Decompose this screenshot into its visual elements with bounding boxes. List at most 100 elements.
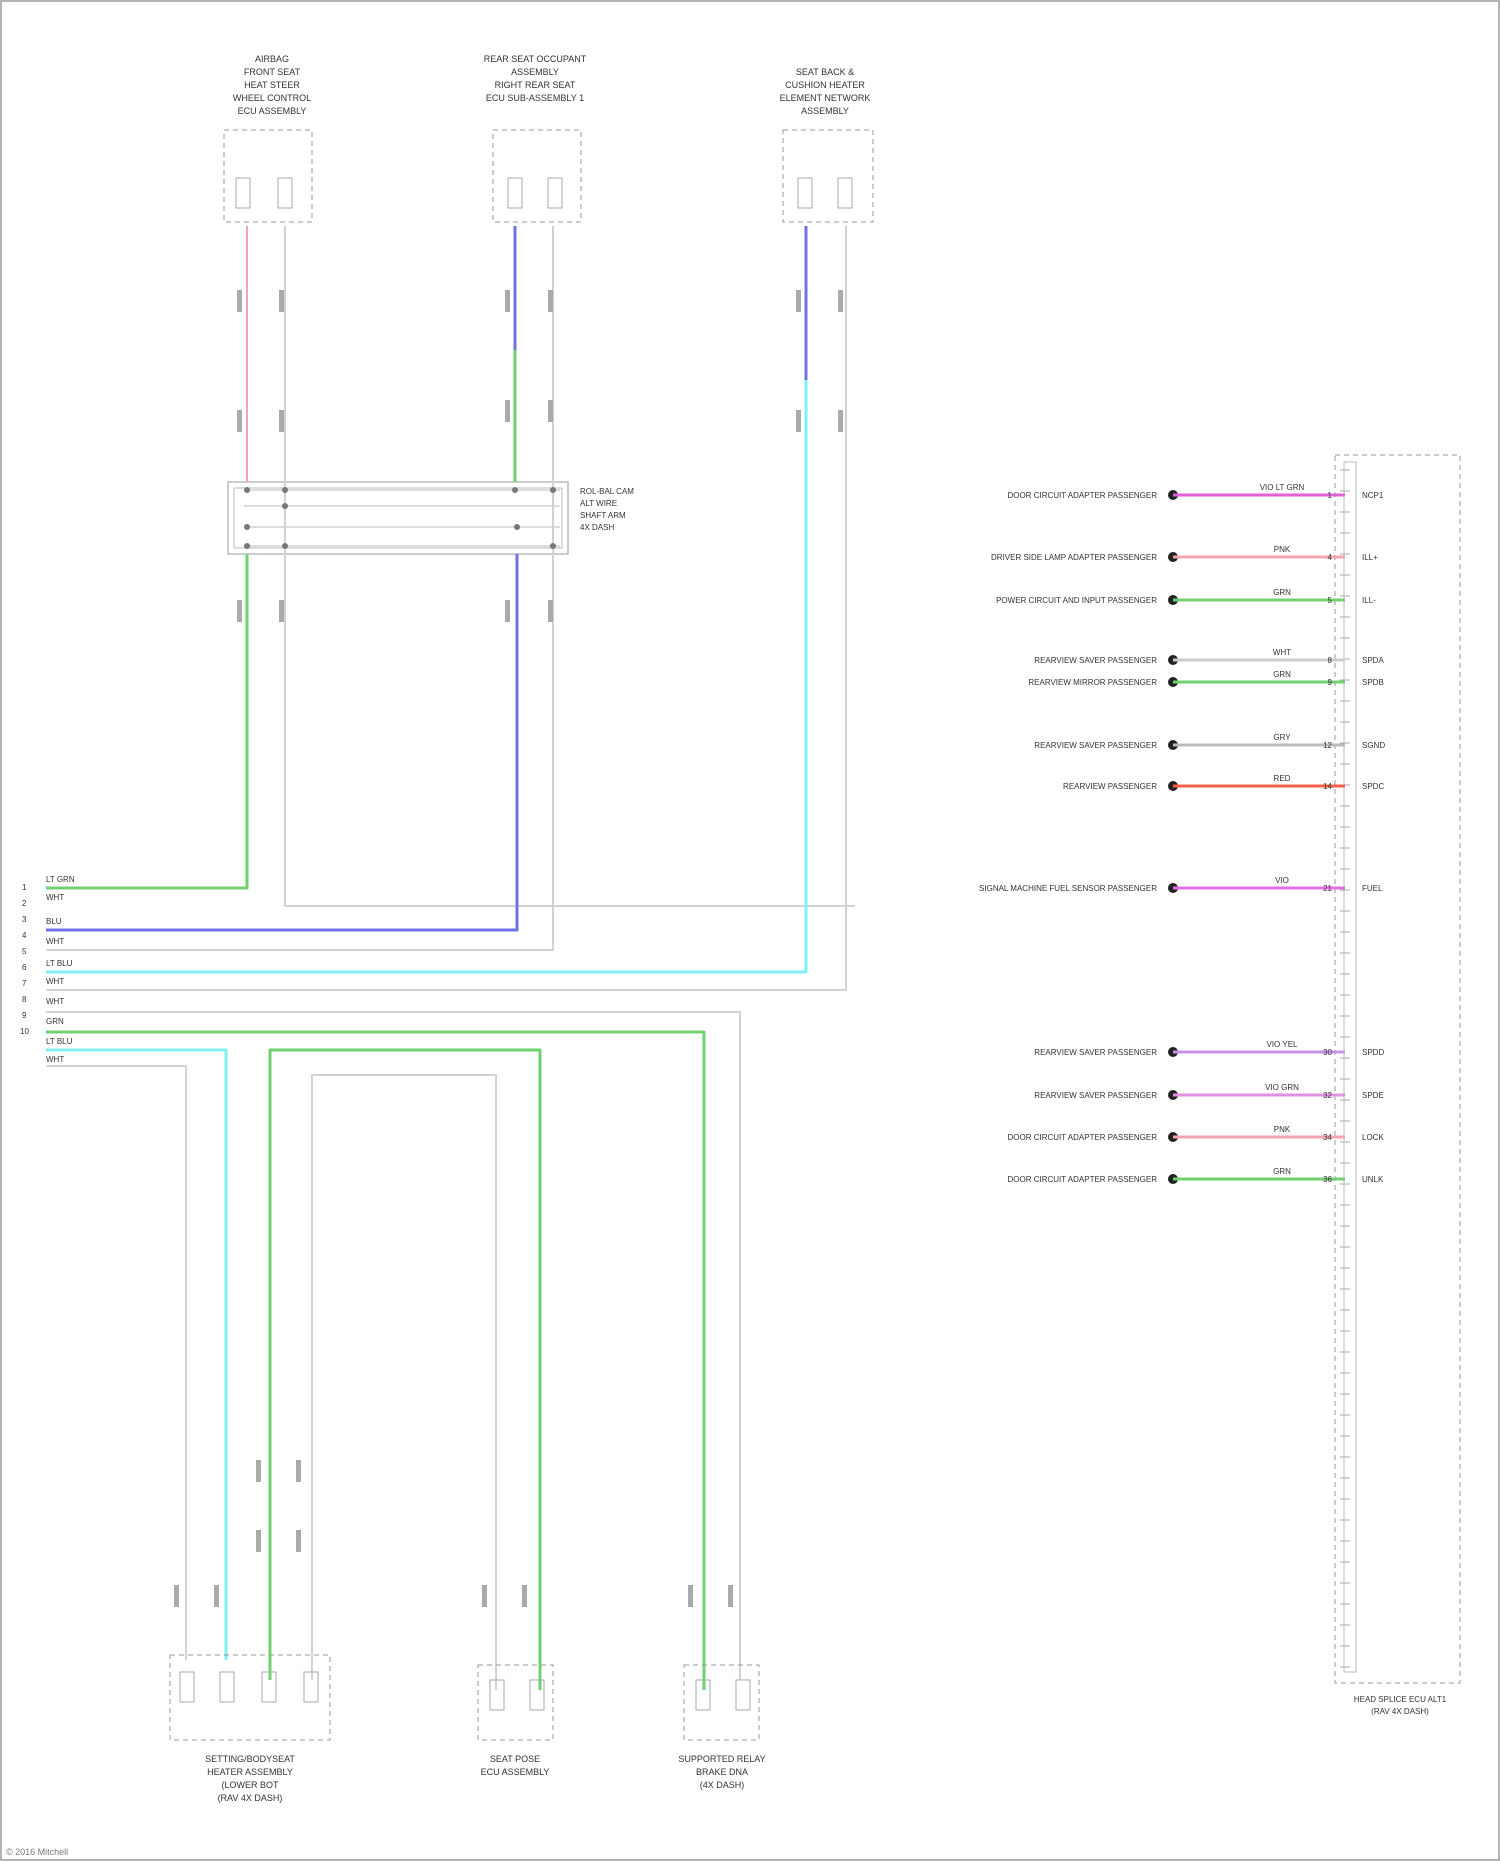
right-row: DOOR CIRCUIT ADAPTER PASSENGER VIO LT GRN…: [1007, 483, 1383, 500]
left-wire-label-7: WHT: [46, 997, 64, 1006]
right-row-wire-color-label: PNK: [1274, 1125, 1291, 1134]
right-row-circuit-label: DOOR CIRCUIT ADAPTER PASSENGER: [1007, 491, 1157, 500]
right-row-pin-number: 32: [1323, 1091, 1332, 1100]
right-row-signal-name: SPDD: [1362, 1048, 1384, 1057]
bottom-component-1-title-line-1: SETTING/BODYSEAT: [205, 1754, 295, 1764]
wire-gray-3: [46, 226, 846, 990]
left-pin-6: 6: [22, 963, 27, 972]
right-row-wire-color-label: VIO LT GRN: [1260, 483, 1305, 492]
right-row-pin-number: 5: [1328, 596, 1333, 605]
footer-copyright: © 2016 Mitchell: [6, 1847, 68, 1857]
right-row-pin-number: 21: [1323, 884, 1332, 893]
wire-gray-5: [46, 1066, 186, 1660]
right-row-pin-number: 8: [1328, 656, 1333, 665]
top-component-3-title-line-1: SEAT BACK &: [796, 67, 854, 77]
wire-gray-4: [46, 1012, 740, 1680]
left-pin-8: 8: [22, 995, 27, 1004]
splice-dots: [244, 487, 556, 549]
right-connector-label-line-2: (RAV 4X DASH): [1371, 1707, 1429, 1716]
left-wire-label-1: LT GRN: [46, 875, 75, 884]
right-row: DOOR CIRCUIT ADAPTER PASSENGERPNK34LOCK: [1007, 1125, 1384, 1142]
wire-lt-green-1: [46, 554, 247, 888]
top-component-2-title-line-4: ECU SUB-ASSEMBLY 1: [486, 93, 584, 103]
right-row-pin-number: 4: [1328, 553, 1333, 562]
right-row-circuit-label: REARVIEW SAVER PASSENGER: [1034, 656, 1157, 665]
right-row-signal-name: NCP1: [1362, 491, 1384, 500]
top-connector-2: [493, 130, 581, 222]
top-component-3-title-line-3: ELEMENT NETWORK: [780, 93, 871, 103]
left-pin-10: 10: [20, 1027, 29, 1036]
top-component-1-title-line-4: WHEEL CONTROL: [233, 93, 311, 103]
left-pin-4: 4: [22, 931, 27, 940]
right-row-signal-name: ILL+: [1362, 553, 1378, 562]
right-row: POWER CIRCUIT AND INPUT PASSENGERGRN5ILL…: [996, 588, 1376, 605]
right-row-signal-name: SGND: [1362, 741, 1385, 750]
right-row-pin-number: 14: [1323, 782, 1332, 791]
top-component-3-title-line-4: ASSEMBLY: [801, 106, 849, 116]
right-row-circuit-label: REARVIEW SAVER PASSENGER: [1034, 1091, 1157, 1100]
top-component-1-title-line-3: HEAT STEER: [244, 80, 300, 90]
right-row-circuit-label: REARVIEW SAVER PASSENGER: [1034, 1048, 1157, 1057]
bottom-component-1-title-line-3: (LOWER BOT: [221, 1780, 279, 1790]
right-row-pin-number: 9: [1328, 678, 1333, 687]
junction-label-line-3: SHAFT ARM: [580, 511, 626, 520]
right-connector-label-line-1: HEAD SPLICE ECU ALT1: [1354, 1695, 1447, 1704]
wire-tags-top: [237, 290, 843, 622]
left-wire-label-9: LT BLU: [46, 1037, 73, 1046]
right-row-circuit-label: REARVIEW PASSENGER: [1063, 782, 1157, 791]
right-row-wire-color-label: VIO: [1275, 876, 1289, 885]
bottom-component-2-title-line-2: ECU ASSEMBLY: [481, 1767, 550, 1777]
right-row: DRIVER SIDE LAMP ADAPTER PASSENGERPNK4IL…: [991, 545, 1378, 562]
top-component-1-title-line-5: ECU ASSEMBLY: [238, 106, 307, 116]
top-connector-3: [783, 130, 873, 222]
right-row-pin-number: 1: [1328, 491, 1333, 500]
left-wire-label-10: WHT: [46, 1055, 64, 1064]
right-row-signal-name: SPDC: [1362, 782, 1384, 791]
bottom-connector-3: [684, 1665, 759, 1740]
left-pin-9: 9: [22, 1011, 27, 1020]
right-row-wire-color-label: VIO YEL: [1267, 1040, 1299, 1049]
bottom-component-3-title-line-1: SUPPORTED RELAY: [678, 1754, 765, 1764]
left-wire-label-8: GRN: [46, 1017, 64, 1026]
bottom-connector-2: [478, 1665, 553, 1740]
wire-green-3: [270, 1050, 540, 1690]
wire-gray-6: [312, 1075, 496, 1690]
right-row-signal-name: LOCK: [1362, 1133, 1384, 1142]
right-row: SIGNAL MACHINE FUEL SENSOR PASSENGERVIO2…: [979, 876, 1383, 893]
left-pin-block: 1 2 3 4 5 6 7 8 9 10 LT GRN WHT BLU WHT …: [20, 875, 75, 1064]
right-connector: [1335, 455, 1460, 1683]
left-pin-1: 1: [22, 883, 27, 892]
junction-label-line-4: 4X DASH: [580, 523, 614, 532]
left-wire-label-4: WHT: [46, 937, 64, 946]
bottom-component-2-title-line-1: SEAT POSE: [490, 1754, 540, 1764]
wire-green-2: [46, 1032, 704, 1690]
wire-cyan-2: [46, 1050, 226, 1660]
left-pin-2: 2: [22, 899, 27, 908]
right-rows: DOOR CIRCUIT ADAPTER PASSENGER VIO LT GRN…: [979, 483, 1385, 1184]
right-row-signal-name: ILL-: [1362, 596, 1376, 605]
bottom-component-1-title-line-2: HEATER ASSEMBLY: [207, 1767, 293, 1777]
bottom-component-3-title-line-2: BRAKE DNA: [696, 1767, 748, 1777]
wire-tags-bottom: [174, 1460, 733, 1607]
right-row-pin-number: 34: [1323, 1133, 1332, 1142]
wire-gray-1: [285, 226, 855, 906]
right-row-circuit-label: DOOR CIRCUIT ADAPTER PASSENGER: [1007, 1175, 1157, 1184]
right-row-circuit-label: REARVIEW SAVER PASSENGER: [1034, 741, 1157, 750]
right-row: REARVIEW MIRROR PASSENGERGRN9SPDB: [1028, 670, 1383, 687]
top-component-2-title-line-3: RIGHT REAR SEAT: [495, 80, 576, 90]
right-row-circuit-label: DRIVER SIDE LAMP ADAPTER PASSENGER: [991, 553, 1157, 562]
left-wire-label-6: WHT: [46, 977, 64, 986]
left-pin-3: 3: [22, 915, 27, 924]
top-component-1-title-line-1: AIRBAG: [255, 54, 289, 64]
right-row-circuit-label: REARVIEW MIRROR PASSENGER: [1028, 678, 1157, 687]
bottom-component-1-title-line-4: (RAV 4X DASH): [218, 1793, 283, 1803]
right-row-wire-color-label: GRY: [1273, 733, 1291, 742]
junction-label-line-1: ROL-BAL CAM: [580, 487, 634, 496]
right-row-signal-name: SPDA: [1362, 656, 1384, 665]
top-component-2-title-line-2: ASSEMBLY: [511, 67, 559, 77]
top-connector-1: [224, 130, 312, 222]
top-component-1-title-line-2: FRONT SEAT: [244, 67, 301, 77]
wire-group-left: [46, 226, 855, 1690]
junction-connector: [228, 482, 568, 554]
